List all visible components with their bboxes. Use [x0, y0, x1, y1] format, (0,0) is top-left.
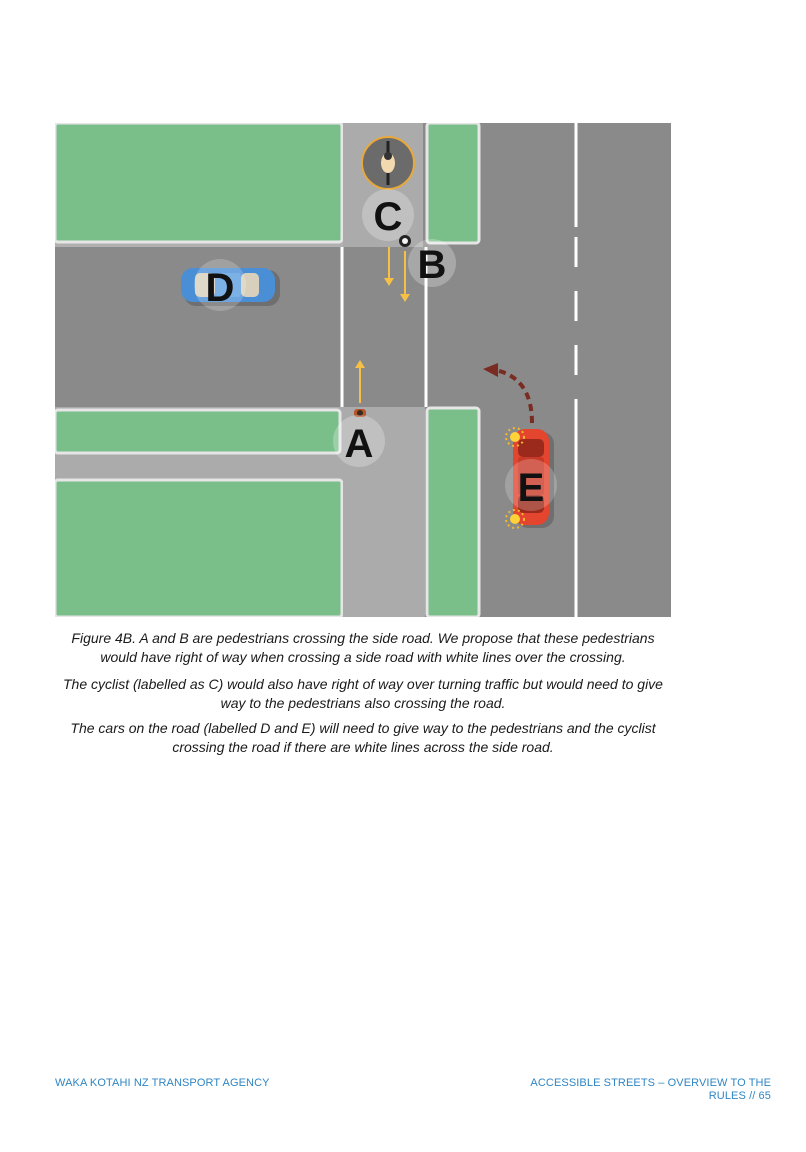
path-bottom: [343, 407, 423, 617]
indicator-light-front: [505, 427, 525, 447]
label-d: D: [206, 266, 235, 310]
label-a-halo: [333, 415, 385, 467]
grass-bottom-right: [425, 406, 481, 617]
label-b-halo: [408, 239, 456, 287]
label-b: B: [418, 243, 447, 287]
grass-top-right: [425, 123, 481, 245]
label-d-halo: [194, 259, 246, 311]
footer-publisher: WAKA KOTAHI NZ TRANSPORT AGENCY: [55, 1077, 270, 1089]
label-e-halo: [505, 459, 557, 511]
grass-strip-left: [55, 408, 342, 455]
figure-caption: Figure 4B. A and B are pedestrians cross…: [71, 630, 655, 665]
arrow-cyclist-down: [384, 247, 394, 286]
indicator-light-rear: [505, 509, 525, 529]
car-d: [181, 268, 280, 306]
label-a: A: [345, 422, 374, 466]
footer-title-page: ACCESSIBLE STREETS – OVERVIEW TO THE RUL…: [530, 1077, 771, 1102]
caption-cyclist: The cyclist (labelled as C) would also h…: [63, 676, 663, 711]
label-c: C: [374, 195, 403, 239]
grass-bottom-left: [55, 478, 344, 617]
turn-arrow-e: [483, 363, 534, 424]
label-e: E: [518, 466, 545, 510]
caption-cars: The cars on the road (labelled D and E) …: [70, 720, 656, 755]
label-c-halo: [362, 189, 414, 241]
road-crossing-diagram: C B A D: [55, 123, 671, 617]
car-e: [513, 429, 554, 528]
arrow-pedestrian-a-up: [355, 360, 365, 403]
grass-top-left: [55, 123, 344, 244]
arrow-pedestrian-b-down: [400, 251, 410, 302]
